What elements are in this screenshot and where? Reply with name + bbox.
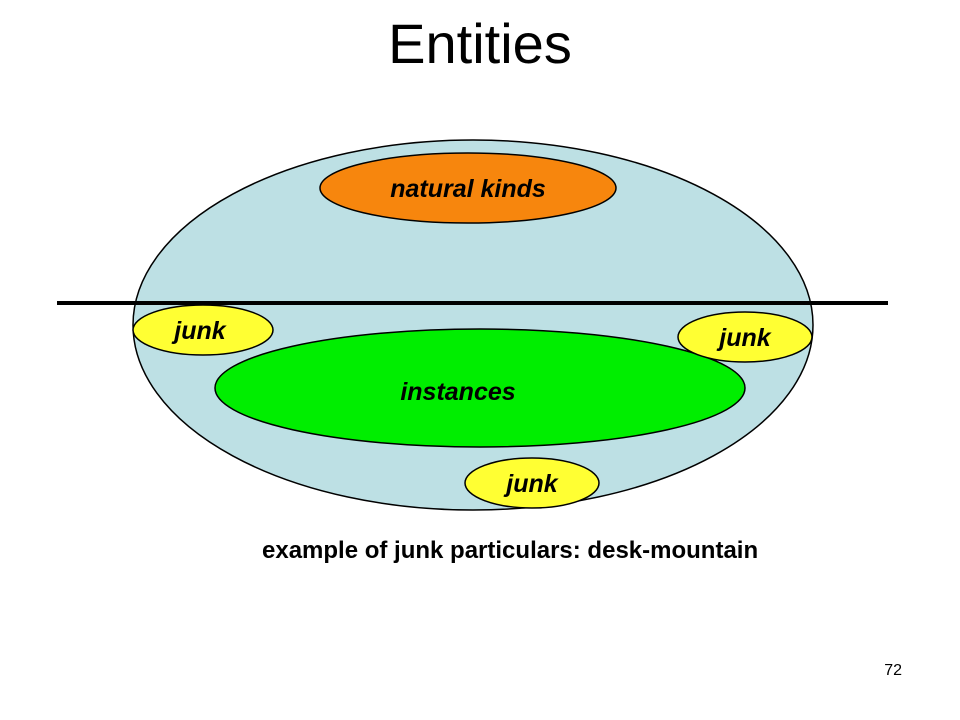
instances-label: instances [400,378,515,406]
junk-right-region: junk [677,311,813,363]
junk-bottom-label: junk [503,470,558,498]
junk-left-region: junk [132,304,274,356]
junk-left-ellipse [132,304,274,356]
instances-region: instances [214,328,746,448]
junk-bottom-region: junk [464,457,600,509]
junk-right-label: junk [716,324,771,352]
junk-bottom-ellipse [464,457,600,509]
caption: example of junk particulars: desk-mounta… [262,537,759,564]
instances-ellipse [214,328,746,448]
natural-kinds-region: natural kinds [319,152,617,224]
natural-kinds-ellipse [319,152,617,224]
page-number: 72 [884,662,902,679]
junk-right-ellipse [677,311,813,363]
natural-kinds-label: natural kinds [390,175,546,203]
page-title: Entities [388,12,572,75]
junk-left-label: junk [171,317,226,345]
